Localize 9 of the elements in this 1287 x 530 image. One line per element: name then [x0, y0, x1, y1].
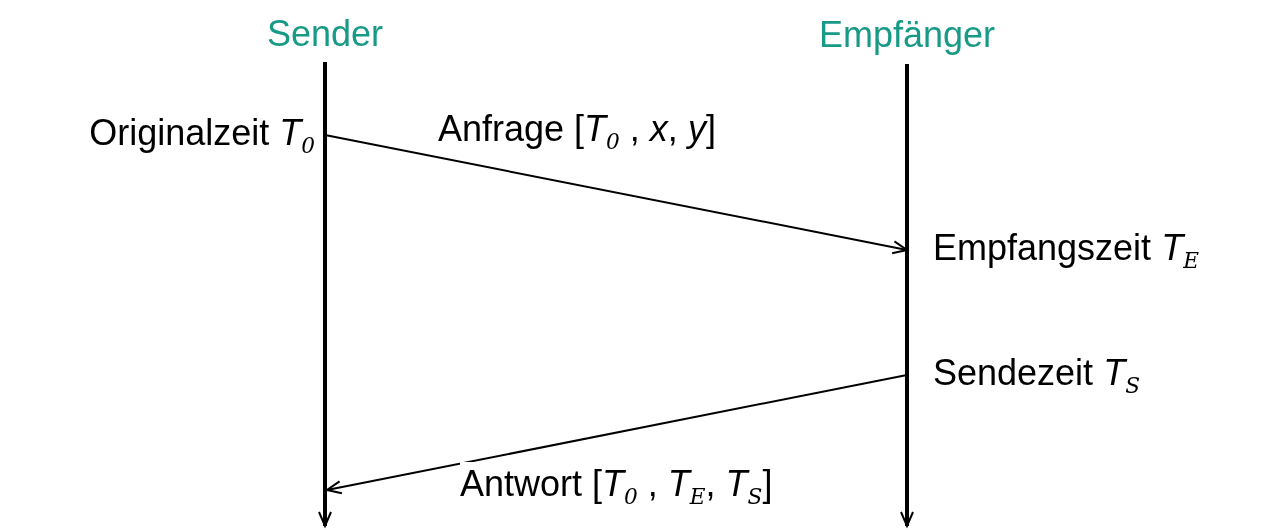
time-label: Sendezeit T$_{S}$: [933, 351, 1140, 399]
lifeline-arrow: [900, 64, 914, 527]
time-label: Empfangszeit T$_{E}$: [933, 226, 1199, 274]
time-label: Originalzeit T$_{0}$: [89, 111, 315, 159]
message-arrow: [326, 374, 908, 495]
lifeline-header: Empfänger: [818, 14, 996, 56]
lifeline-arrow: [318, 62, 332, 527]
message-arrow: [324, 134, 908, 255]
lifeline-header: Sender: [266, 13, 384, 55]
